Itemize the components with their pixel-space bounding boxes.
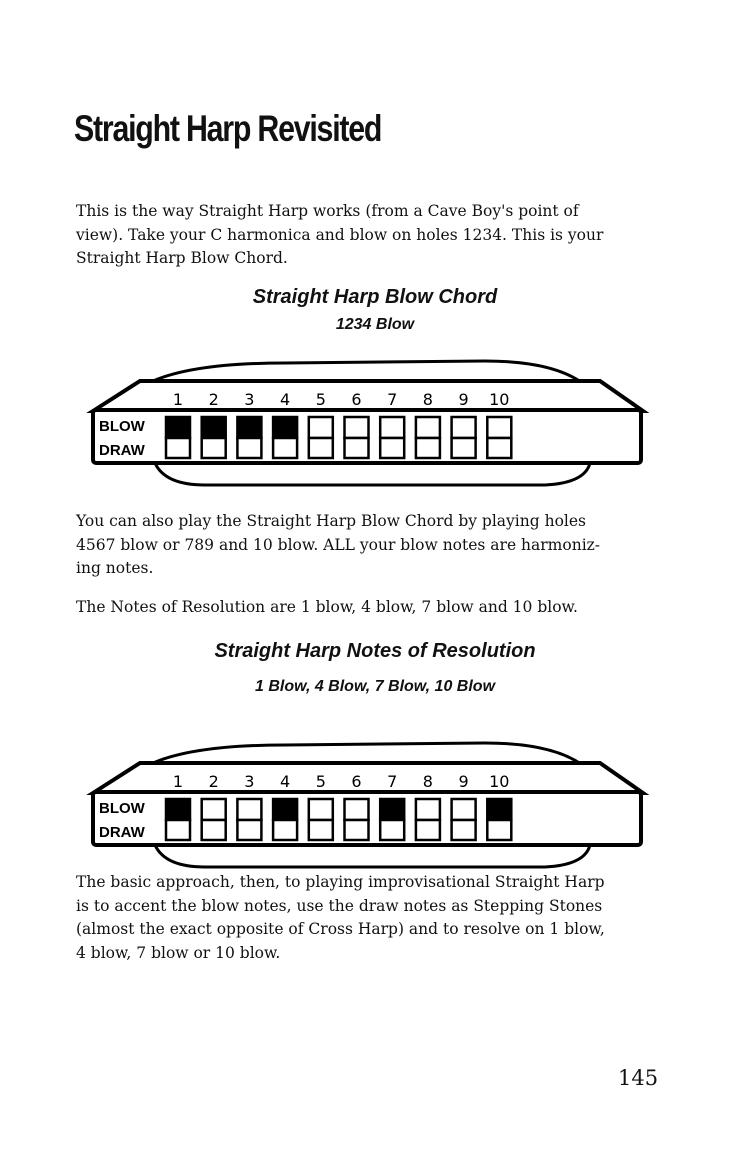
draw-hole [307,436,335,460]
draw-hole [271,436,299,460]
hole-number: 1 [173,772,183,791]
blow-hole [378,415,406,440]
hole-number: 9 [459,772,469,791]
text-line: view). Take your C harmonica and blow on… [76,225,604,244]
hole-number: 2 [209,390,219,409]
harmonica-diagram-resolution: BLOW DRAW 1 2 3 4 5 6 7 8 9 10 [86,741,650,869]
draw-hole [378,436,406,460]
draw-hole [164,436,192,460]
text-line: ing notes. [76,559,154,577]
hole-number: 2 [209,772,219,791]
blow-hole-filled [271,797,299,822]
text-line: (almost the exact opposite of Cross Harp… [76,920,605,938]
hole-number: 3 [244,390,254,409]
blow-hole-filled [486,797,513,822]
draw-hole [200,818,227,842]
paragraph-alternatives: You can also play the Straight Harp Blow… [76,510,676,581]
page-number: 145 [618,1066,659,1090]
hole-number: 7 [387,390,397,409]
text-line: You can also play the Straight Harp Blow… [76,512,586,530]
blow-hole [307,415,335,440]
text-line: The basic approach, then, to playing imp… [76,873,605,891]
hole-number: 4 [280,772,290,791]
blow-hole [236,797,263,822]
draw-hole [343,818,370,842]
draw-hole [236,436,263,460]
blow-hole [450,797,477,822]
text-line: The Notes of Resolution are 1 blow, 4 bl… [76,598,578,616]
paragraph-resolution: The Notes of Resolution are 1 blow, 4 bl… [76,596,676,620]
draw-hole [271,818,299,842]
draw-hole [486,436,513,460]
draw-hole [236,818,263,842]
blow-label: BLOW [99,418,146,435]
draw-hole [450,818,477,842]
text-line: Straight Harp Blow Chord. [76,249,288,267]
text-line: is to accent the blow notes, use the dra… [76,896,603,915]
blow-label: BLOW [99,800,146,817]
figure1-heading: Straight Harp Blow Chord [252,286,498,308]
hole-number: 10 [489,390,509,409]
hole-number: 5 [316,390,326,409]
text-line: This is the way Straight Harp works (fro… [76,202,579,220]
figure2-subheading: 1 Blow, 4 Blow, 7 Blow, 10 Blow [254,678,496,695]
blow-hole [486,415,513,440]
blow-hole [414,797,442,822]
draw-hole [343,436,370,460]
draw-hole [164,818,192,842]
harmonica-diagram-blow-chord: BLOW DRAW 1 2 3 4 5 6 7 8 9 10 [86,359,650,487]
bottom-cover-plate [152,843,592,869]
figure2-heading: Straight Harp Notes of Resolution [214,640,536,662]
blow-hole-filled [378,797,406,822]
hole-number: 7 [387,772,397,791]
paragraph-intro: This is the way Straight Harp works (fro… [76,200,676,271]
blow-hole [343,415,370,440]
hole-number: 5 [316,772,326,791]
hole-number: 6 [351,390,361,409]
draw-hole [486,818,513,842]
draw-label: DRAW [99,824,146,841]
hole-number: 9 [459,390,469,409]
text-line: 4567 blow or 789 and 10 blow. ALL your b… [76,535,601,554]
blow-hole [414,415,442,440]
blow-hole [450,415,477,440]
draw-hole [200,436,227,460]
hole-number: 8 [423,772,433,791]
hole-number: 10 [489,772,509,791]
blow-hole-filled [200,415,227,440]
draw-hole [378,818,406,842]
draw-label: DRAW [99,442,146,459]
hole-number: 8 [423,390,433,409]
draw-hole [414,818,442,842]
draw-hole [450,436,477,460]
text-line: 4 blow, 7 blow or 10 blow. [76,943,281,962]
hole-number: 4 [280,390,290,409]
draw-hole [307,818,335,842]
hole-number: 6 [351,772,361,791]
draw-hole [414,436,442,460]
blow-hole-filled [164,797,192,822]
blow-hole-filled [236,415,263,440]
figure1-subheading: 1234 Blow [335,316,415,333]
blow-hole [343,797,370,822]
blow-hole-filled [271,415,299,440]
hole-number: 3 [244,772,254,791]
blow-hole [307,797,335,822]
paragraph-approach: The basic approach, then, to playing imp… [76,871,676,965]
blow-hole [200,797,227,822]
blow-hole-filled [164,415,192,440]
page-title: Straight Harp Revisited [74,108,382,149]
hole-number: 1 [173,390,183,409]
bottom-cover-plate [152,461,592,487]
